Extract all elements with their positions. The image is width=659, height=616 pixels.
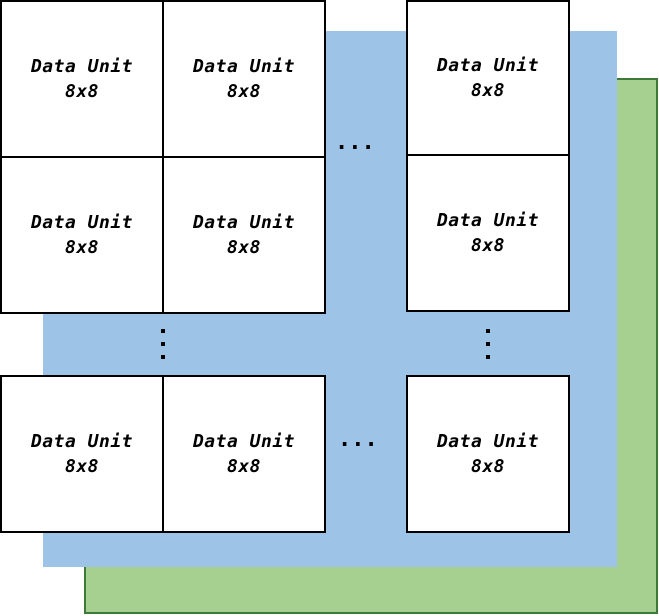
data-unit-cell-r3-c2: Data Unit 8x8 (162, 375, 326, 533)
data-unit-cell-r2-c2: Data Unit 8x8 (162, 156, 326, 314)
data-unit-name: Data Unit (30, 212, 134, 233)
data-unit-size: 8x8 (64, 456, 99, 477)
vertical-ellipsis-left (161, 329, 165, 361)
data-unit-label: Data Unit 8x8 (437, 53, 539, 103)
data-unit-name: Data Unit (436, 210, 540, 231)
data-unit-size: 8x8 (64, 237, 99, 258)
data-unit-cell-r1-c3: Data Unit 8x8 (406, 0, 570, 156)
data-unit-cell-r2-c1: Data Unit 8x8 (0, 156, 164, 314)
data-unit-size: 8x8 (470, 456, 505, 477)
vertical-ellipsis-right (486, 329, 490, 361)
data-unit-size: 8x8 (226, 456, 261, 477)
data-unit-cell-r2-c3: Data Unit 8x8 (406, 154, 570, 312)
data-unit-cell-r1-c2: Data Unit 8x8 (162, 0, 326, 158)
data-unit-label: Data Unit 8x8 (193, 429, 295, 479)
data-unit-cell-r3-c1: Data Unit 8x8 (0, 375, 164, 533)
data-unit-cell-r3-c3: Data Unit 8x8 (406, 375, 570, 533)
data-unit-label: Data Unit 8x8 (31, 429, 133, 479)
horizontal-ellipsis-bottom: ... (338, 427, 378, 452)
data-unit-name: Data Unit (192, 56, 296, 77)
data-unit-size: 8x8 (226, 237, 261, 258)
horizontal-ellipsis-top: ... (335, 130, 375, 155)
data-unit-name: Data Unit (192, 212, 296, 233)
data-unit-name: Data Unit (30, 56, 134, 77)
data-unit-label: Data Unit 8x8 (31, 54, 133, 104)
data-unit-size: 8x8 (226, 81, 261, 102)
data-unit-label: Data Unit 8x8 (31, 210, 133, 260)
data-unit-size: 8x8 (470, 80, 505, 101)
data-unit-name: Data Unit (30, 431, 134, 452)
data-unit-label: Data Unit 8x8 (437, 429, 539, 479)
data-unit-name: Data Unit (436, 55, 540, 76)
data-unit-name: Data Unit (436, 431, 540, 452)
data-unit-name: Data Unit (192, 431, 296, 452)
data-unit-size: 8x8 (470, 235, 505, 256)
data-unit-size: 8x8 (64, 81, 99, 102)
data-unit-label: Data Unit 8x8 (193, 210, 295, 260)
data-unit-label: Data Unit 8x8 (437, 208, 539, 258)
data-unit-cell-r1-c1: Data Unit 8x8 (0, 0, 164, 158)
data-unit-label: Data Unit 8x8 (193, 54, 295, 104)
